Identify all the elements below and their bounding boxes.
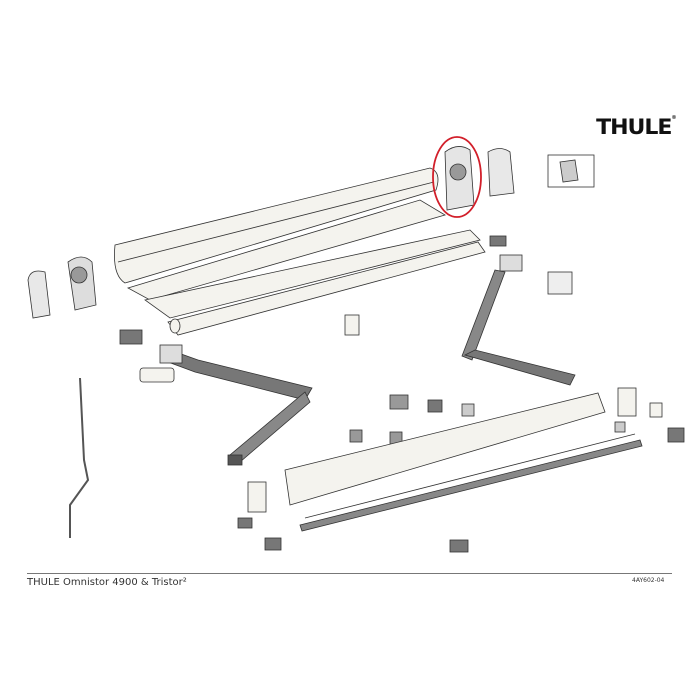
left-end-cover	[27, 256, 97, 319]
end-cap-bracket	[444, 146, 475, 211]
front-rail	[284, 392, 606, 506]
roller-tube	[169, 318, 181, 334]
right-end-cover	[487, 148, 515, 197]
small-parts	[139, 314, 685, 553]
front-profile	[126, 199, 486, 336]
footer-divider	[27, 573, 672, 574]
crank-handle	[69, 377, 90, 538]
right-arm	[461, 235, 576, 386]
highlight-circle	[432, 136, 482, 218]
thule-logo: THULE®	[596, 115, 677, 139]
left-arm	[119, 329, 313, 466]
detail-inset	[547, 154, 595, 188]
footer-code: 4AY602-04	[632, 577, 665, 584]
footer-title: THULE Omnistor 4900 & Tristor²	[27, 577, 187, 588]
lead-bar	[299, 433, 643, 532]
